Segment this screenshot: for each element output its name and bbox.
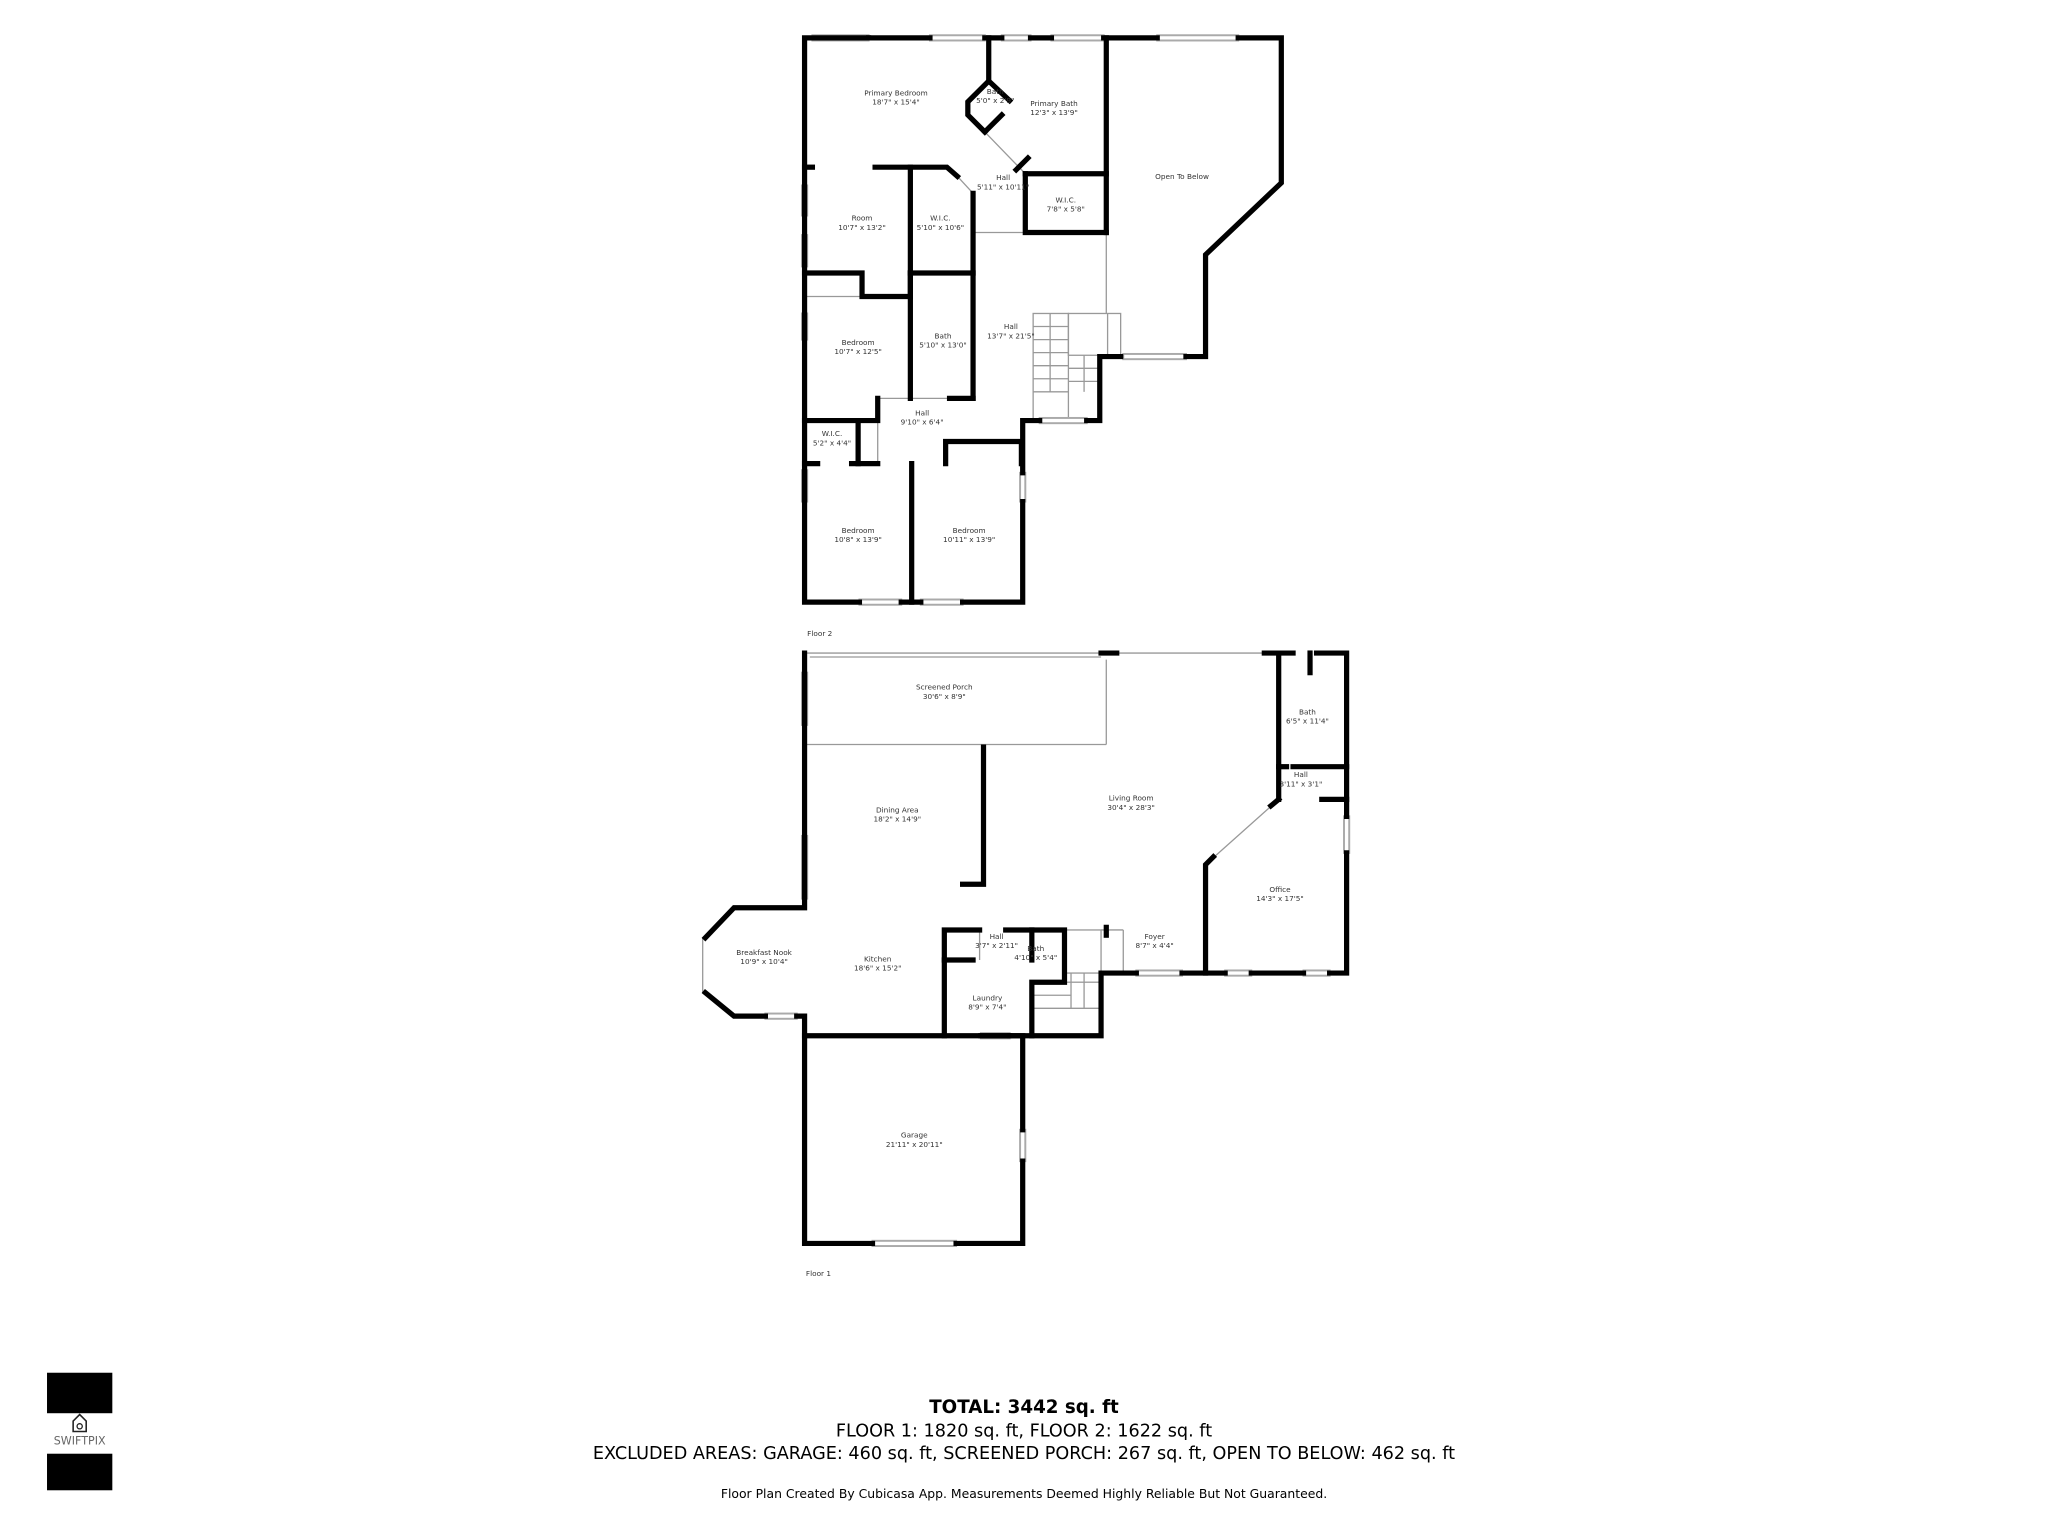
room-name: Bedroom [953,526,986,535]
room-name: Primary Bath [1030,99,1077,108]
room-dims: 30'4" x 28'3" [1107,803,1155,812]
room-name: Hall [1004,322,1018,331]
room-name: Bedroom [842,526,875,535]
floor-2-stairs [1032,312,1122,422]
room-name: Kitchen [864,954,891,963]
logo-text: SWIFTPIX [54,1435,106,1448]
room-name: Hall [915,408,929,417]
room-dims: 10'11" x 13'9" [943,535,995,544]
floor-2-room-labels: Primary Bedroom 18'7" x 15'4" Bath 5'0" … [807,87,1209,638]
room-dims: 13'7" x 21'5" [987,331,1035,340]
room-name: W.I.C. [930,214,951,223]
room-name: Primary Bedroom [864,88,928,97]
room-dims: 8'9" x 7'4" [968,1003,1006,1012]
room-dims: 14'3" x 17'5" [1256,894,1304,903]
room-name: Bedroom [842,338,875,347]
room-dims: 6'5" x 11'4" [1286,717,1329,726]
room-dims: 12'3" x 13'9" [1030,108,1078,117]
room-dims: 18'2" x 14'9" [874,815,922,824]
room-dims: 18'6" x 15'2" [854,963,902,972]
room-dims: 5'11" x 10'11" [977,182,1029,191]
room-dims: 3'7" x 2'11" [975,941,1018,950]
swiftpix-logo: SWIFTPIX [47,1372,113,1491]
room-dims: 30'6" x 8'9" [923,692,966,701]
area-summary: TOTAL: 3442 sq. ft FLOOR 1: 1820 sq. ft,… [593,1397,1455,1501]
floor-1-label: Floor 1 [806,1269,831,1278]
floor-2-plan: Primary Bedroom 18'7" x 15'4" Bath 5'0" … [800,34,1284,638]
room-name: Bath [935,331,952,340]
room-name: Foyer [1145,932,1165,941]
room-dims: 10'9" x 10'4" [740,957,788,966]
room-dims: 5'10" x 13'0" [919,340,967,349]
room-name: Garage [901,1131,928,1140]
total-area: TOTAL: 3442 sq. ft [929,1397,1119,1418]
room-name: Room [852,214,873,223]
room-dims: 9'10" x 6'4" [901,417,944,426]
room-name: Hall [990,932,1004,941]
floor-2-thin-lines [804,131,1107,464]
floor-1-walls [701,650,1350,1247]
room-dims: 8'7" x 4'4" [1135,941,1173,950]
room-name: Breakfast Nook [736,948,792,957]
room-dims: 7'8" x 5'8" [1047,205,1085,214]
room-name: Screened Porch [916,683,973,692]
room-dims: 5'2" x 4'4" [813,438,851,447]
room-name: Hall [1294,770,1308,779]
excluded-areas: EXCLUDED AREAS: GARAGE: 460 sq. ft, SCRE… [593,1444,1455,1464]
room-name: Bath [1027,944,1044,953]
room-dims: 18'7" x 15'4" [872,97,920,106]
room-dims: 10'7" x 13'2" [838,223,886,232]
floor-areas: FLOOR 1: 1820 sq. ft, FLOOR 2: 1622 sq. … [836,1422,1212,1442]
floor-1-thin-lines [702,652,1280,1017]
room-dims: 5'10" x 10'6" [917,223,965,232]
room-dims: 10'8" x 13'9" [834,535,882,544]
floor-2-walls [801,35,1284,605]
house-camera-icon [72,1413,87,1433]
floor-2-label: Floor 2 [807,629,832,638]
floor-1-room-labels: Screened Porch 30'6" x 8'9" Dining Area … [736,683,1329,1278]
room-name: Office [1269,885,1291,894]
room-dims: 10'7" x 12'5" [834,347,882,356]
room-name: Hall [996,173,1010,182]
room-dims: 3'11" x 3'1" [1279,779,1322,788]
disclaimer: Floor Plan Created By Cubicasa App. Meas… [721,1486,1327,1501]
room-dims: 5'0" x 2'9" [976,96,1014,105]
room-dims: 21'11" x 20'11" [886,1140,943,1149]
floor-1-plan: Screened Porch 30'6" x 8'9" Dining Area … [701,650,1351,1278]
room-name: W.I.C. [1055,195,1076,204]
room-name: Bath [987,87,1004,96]
room-name: W.I.C. [822,429,843,438]
room-name: Dining Area [876,805,919,814]
floor-1-windows [764,671,1351,1248]
room-name: Open To Below [1155,172,1209,181]
room-name: Laundry [973,993,1003,1002]
room-name: Living Room [1109,794,1154,803]
room-name: Bath [1299,707,1316,716]
room-dims: 4'10" x 5'4" [1014,953,1057,962]
